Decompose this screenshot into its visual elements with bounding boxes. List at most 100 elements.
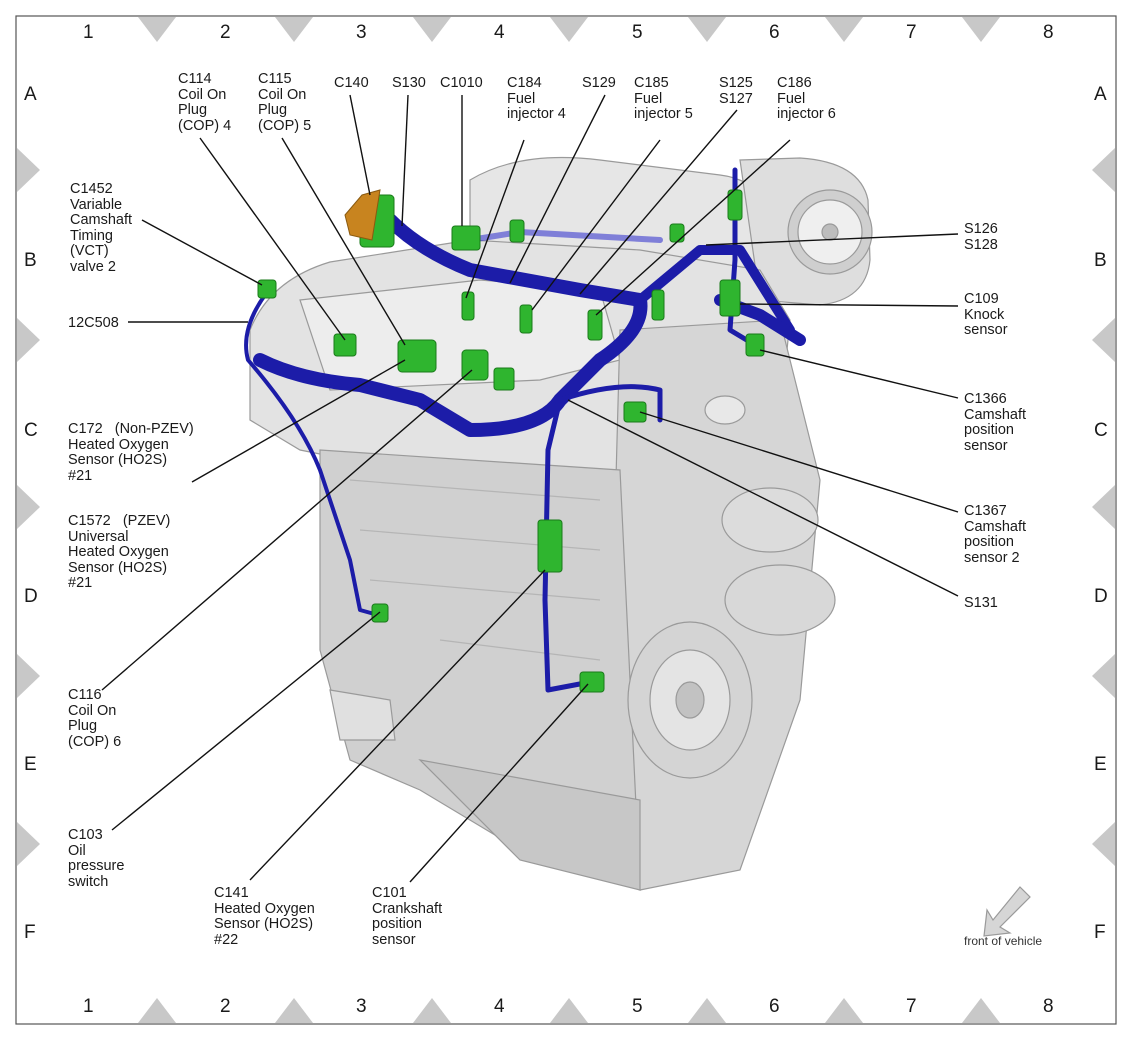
label-c1572: C1572 (PZEV) Universal Heated Oxygen Sen… <box>68 513 171 591</box>
leader-c185 <box>531 139 661 311</box>
label-s125-s127: S125 S127 <box>719 75 753 107</box>
label-c141: C141 Heated Oxygen Sensor (HO2S) #22 <box>214 885 315 948</box>
label-c185: C185 Fuel injector 5 <box>634 75 693 122</box>
grid-col-3-bottom: 3 <box>356 996 367 1017</box>
grid-row-e-left: E <box>24 754 37 775</box>
label-c109: C109 Knock sensor <box>964 291 1008 338</box>
label-s126-s128: S126 S128 <box>964 221 998 253</box>
label-c186: C186 Fuel injector 6 <box>777 75 836 122</box>
c140-connector-bracket <box>344 189 381 241</box>
leader-c1452 <box>141 219 263 286</box>
label-c101: C101 Crankshaft position sensor <box>372 885 443 948</box>
grid-col-8-top: 8 <box>1043 22 1054 43</box>
grid-marker-top <box>138 17 176 42</box>
leader-c140 <box>349 94 371 196</box>
leader-s130 <box>401 94 409 227</box>
label-c1010: C1010 <box>440 75 483 91</box>
grid-col-4-top: 4 <box>494 22 505 43</box>
grid-row-d-right: D <box>1094 586 1108 607</box>
grid-marker-left <box>17 148 40 192</box>
grid-marker-bottom <box>138 998 176 1023</box>
grid-col-6-bottom: 6 <box>769 996 780 1017</box>
leader-c101 <box>409 683 589 883</box>
grid-marker-left <box>17 654 40 698</box>
grid-marker-top <box>688 17 726 42</box>
grid-col-4-bottom: 4 <box>494 996 505 1017</box>
label-s129: S129 <box>582 75 616 91</box>
label-c1367: C1367 Camshaft position sensor 2 <box>964 503 1027 566</box>
leader-c186 <box>595 139 791 316</box>
grid-col-1-bottom: 1 <box>83 996 94 1017</box>
grid-row-e-right: E <box>1094 754 1107 775</box>
leader-c116 <box>101 369 473 691</box>
grid-marker-right <box>1092 822 1115 866</box>
grid-col-6-top: 6 <box>769 22 780 43</box>
grid-marker-top <box>413 17 451 42</box>
grid-marker-right <box>1092 485 1115 529</box>
grid-row-a-right: A <box>1094 84 1107 105</box>
leader-s126 <box>705 233 959 246</box>
label-c115: C115 Coil On Plug (COP) 5 <box>258 71 312 134</box>
leader-c172 <box>191 359 406 483</box>
label-c1366: C1366 Camshaft position sensor <box>964 391 1027 454</box>
grid-col-2-bottom: 2 <box>220 996 231 1017</box>
label-c116: C116 Coil On Plug (COP) 6 <box>68 687 122 750</box>
label-c172: C172 (Non-PZEV) Heated Oxygen Sensor (HO… <box>68 421 194 484</box>
front-of-vehicle-arrow-icon <box>983 886 1031 937</box>
leader-c141 <box>249 569 546 881</box>
grid-row-b-left: B <box>24 250 37 271</box>
grid-marker-top <box>275 17 313 42</box>
label-12c508: 12C508 <box>68 315 119 331</box>
grid-marker-top <box>825 17 863 42</box>
leader-c1367 <box>639 411 959 513</box>
leader-c184 <box>465 139 525 299</box>
grid-marker-left <box>17 318 40 362</box>
grid-row-a-left: A <box>24 84 37 105</box>
label-s130: S130 <box>392 75 426 91</box>
leader-c103 <box>111 611 381 831</box>
leader-c114 <box>199 137 346 341</box>
grid-row-f-left: F <box>24 922 36 943</box>
grid-col-5-top: 5 <box>632 22 643 43</box>
grid-col-1-top: 1 <box>83 22 94 43</box>
label-c184: C184 Fuel injector 4 <box>507 75 566 122</box>
engine-block-illustration <box>249 156 873 891</box>
grid-col-2-top: 2 <box>220 22 231 43</box>
grid-marker-right <box>1092 654 1115 698</box>
leader-c115 <box>281 137 406 346</box>
grid-markers <box>17 17 1115 1023</box>
grid-row-c-left: C <box>24 420 38 441</box>
label-c1452: C1452 Variable Camshaft Timing (VCT) val… <box>70 181 133 275</box>
grid-marker-top <box>962 17 1000 42</box>
grid-marker-bottom <box>962 998 1000 1023</box>
leader-s131 <box>567 399 959 597</box>
grid-row-d-left: D <box>24 586 38 607</box>
leader-s129 <box>509 94 606 284</box>
grid-marker-bottom <box>550 998 588 1023</box>
grid-marker-left <box>17 822 40 866</box>
grid-marker-bottom <box>825 998 863 1023</box>
grid-col-7-top: 7 <box>906 22 917 43</box>
callout-leader-lines <box>101 94 959 883</box>
grid-col-3-top: 3 <box>356 22 367 43</box>
grid-marker-bottom <box>688 998 726 1023</box>
grid-col-8-bottom: 8 <box>1043 996 1054 1017</box>
front-of-vehicle-label: front of vehicle <box>964 934 1043 948</box>
grid-marker-right <box>1092 318 1115 362</box>
leader-c1366 <box>759 349 959 399</box>
label-s131: S131 <box>964 595 998 611</box>
grid-row-b-right: B <box>1094 250 1107 271</box>
grid-marker-top <box>550 17 588 42</box>
grid-marker-bottom <box>413 998 451 1023</box>
label-c140: C140 <box>334 75 369 91</box>
grid-marker-right <box>1092 148 1115 192</box>
grid-col-7-bottom: 7 <box>906 996 917 1017</box>
leader-c109 <box>739 303 959 307</box>
label-c114: C114 Coil On Plug (COP) 4 <box>178 71 232 134</box>
leader-s125 <box>579 109 738 295</box>
label-c103: C103 Oil pressure switch <box>68 827 125 890</box>
grid-row-c-right: C <box>1094 420 1108 441</box>
grid-row-f-right: F <box>1094 922 1106 943</box>
